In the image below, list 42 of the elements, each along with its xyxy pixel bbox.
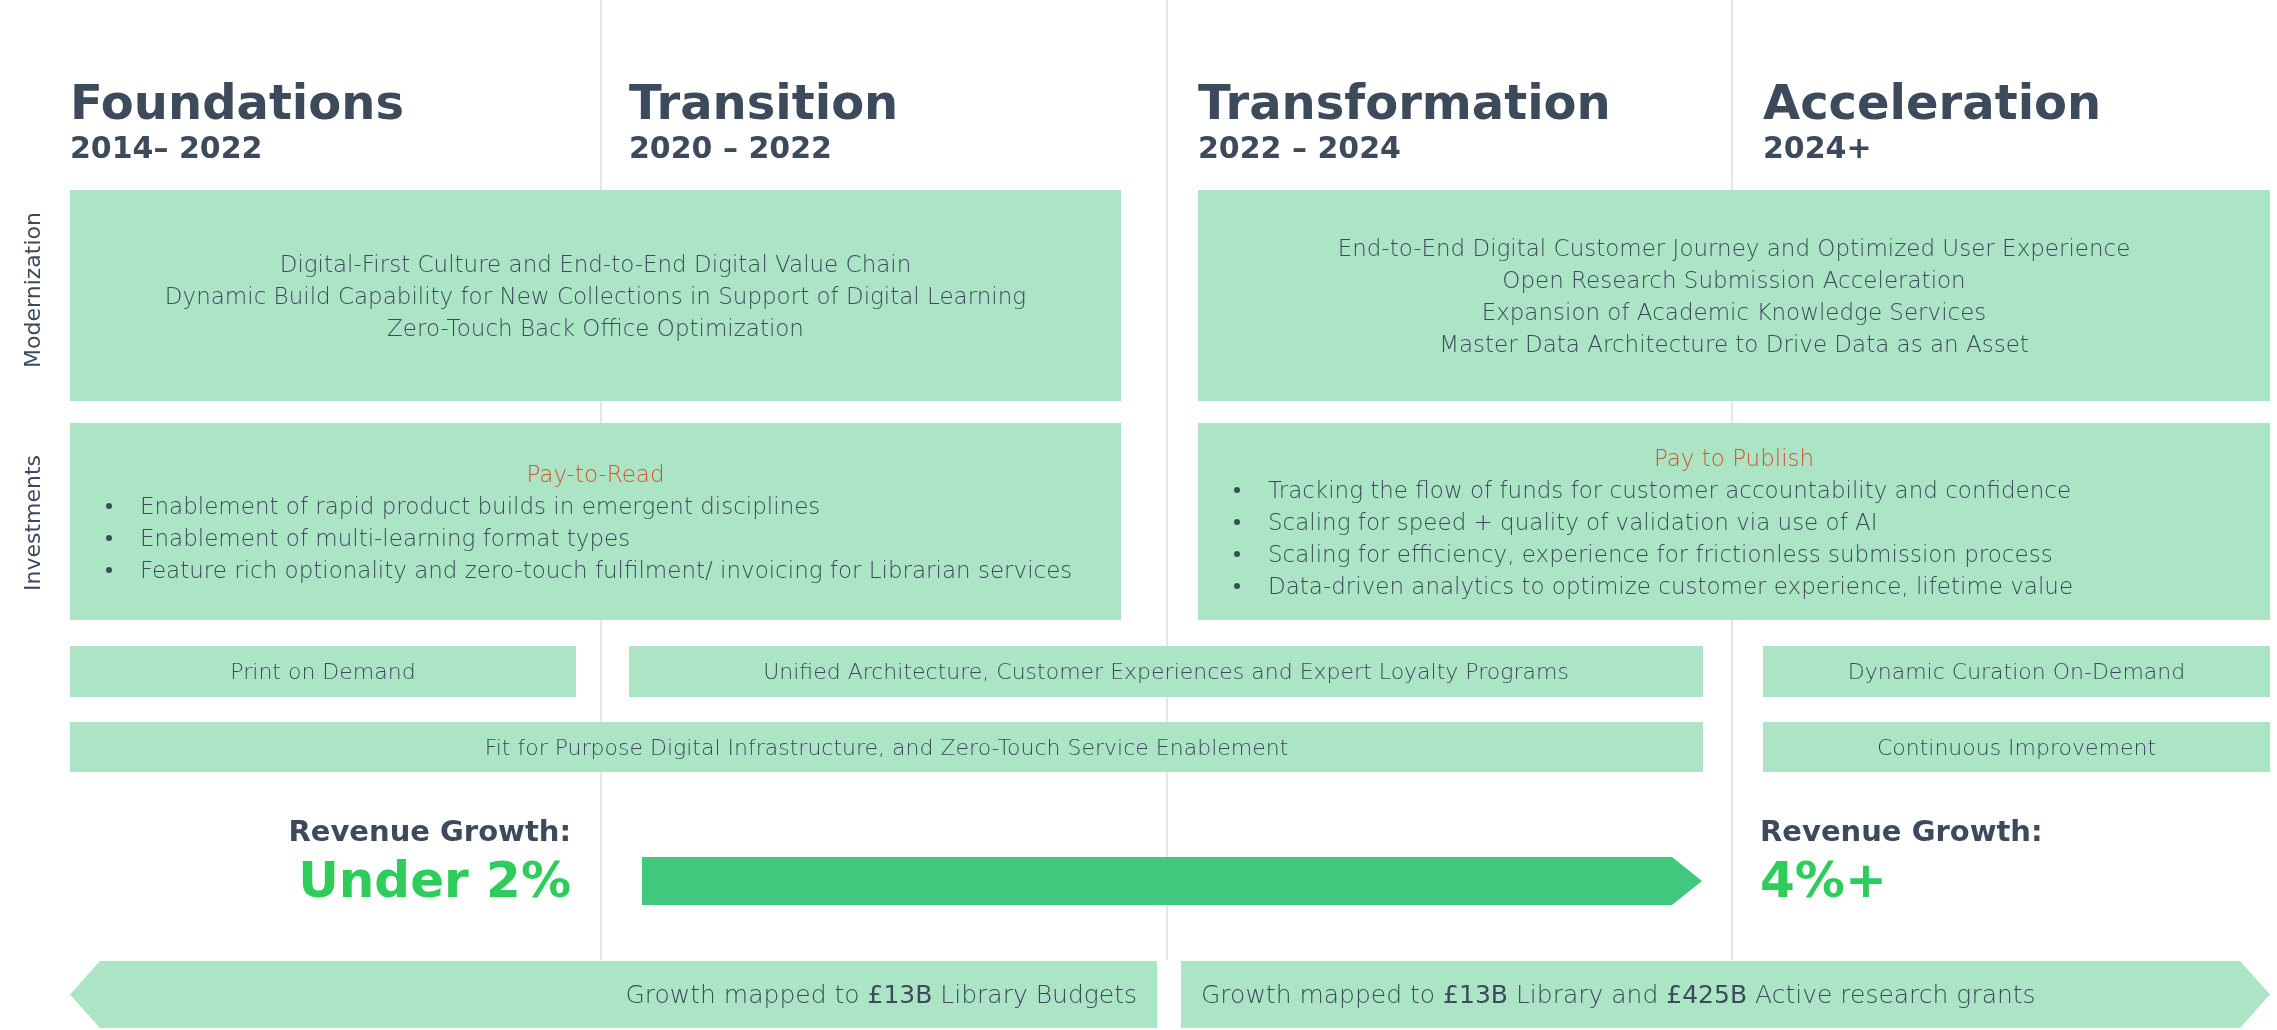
panel-line: Zero-Touch Back Office Optimization — [386, 313, 805, 343]
panel-line: Expansion of Academic Knowledge Services — [1480, 297, 1988, 327]
initiative-bar: Fit for Purpose Digital Infrastructure, and Zero-Touch Service Enablement — [70, 722, 1703, 772]
panel-heading: Pay-to-Read — [525, 459, 666, 489]
roadmap-panel — [70, 190, 1121, 401]
phase-years: 2020 – 2022 — [629, 133, 832, 163]
bullet-item: Enablement of rapid product builds in emergent disciplines — [70, 489, 1121, 522]
arrow — [642, 857, 1702, 905]
panel-line: Digital-First Culture and End-to-End Digital Value Chain — [278, 249, 913, 279]
panel-line: Master Data Architecture to Drive Data as an Asset — [1438, 329, 2030, 359]
phase-title: Transformation — [1198, 78, 1611, 126]
panel-line: Dynamic Build Capability for New Collections in Support of Digital Learning — [163, 281, 1028, 311]
phase-years: 2022 – 2024 — [1198, 133, 1401, 163]
phase-years: 2014– 2022 — [70, 133, 263, 163]
banner-text: Growth mapped to £13B Library Budgets — [624, 980, 1138, 1009]
panel-line: End-to-End Digital Customer Journey and Optimized User Experience — [1336, 233, 2132, 263]
panel-line: Open Research Submission Acceleration — [1501, 265, 1967, 295]
growth-value: 4%+ — [1760, 850, 1887, 911]
phase-title: Foundations — [70, 78, 405, 126]
initiative-bar: Print on Demand — [70, 646, 576, 697]
growth-value: Under 2% — [298, 850, 571, 911]
initiative-bar: Dynamic Curation On-Demand — [1763, 646, 2270, 697]
initiative-bar: Unified Architecture, Customer Experiences and Expert Loyalty Programs — [629, 646, 1703, 697]
row-label: Modernization — [19, 212, 45, 368]
phase-title: Transition — [629, 78, 899, 126]
phase-years: 2024+ — [1763, 133, 1872, 163]
bullet-item: Scaling for efficiency, experience for frictionless submission process — [1198, 537, 2270, 570]
bullet-item: Tracking the flow of funds for customer accountability and confidence — [1198, 473, 2270, 506]
bullet-item: Feature rich optionality and zero-touch fulfilment/ invoicing for Librarian services — [70, 553, 1121, 586]
roadmap-panel — [70, 423, 1121, 620]
banner-text: Growth mapped to £13B Library and £425B Active research grants — [1200, 980, 2037, 1009]
row-label: Investments — [19, 454, 45, 592]
panel-heading: Pay to Publish — [1652, 443, 1816, 473]
roadmap-panel — [1198, 423, 2270, 620]
growth-label: Revenue Growth: — [288, 814, 571, 848]
bullet-item: Scaling for speed + quality of validation via use of AI — [1198, 505, 2270, 538]
bullet-item: Enablement of multi-learning format types — [70, 521, 1121, 554]
roadmap-panel — [1198, 190, 2270, 401]
growth-label: Revenue Growth: — [1760, 814, 2043, 848]
initiative-bar: Continuous Improvement — [1763, 722, 2270, 772]
phase-title: Acceleration — [1763, 78, 2102, 126]
bullet-item: Data-driven analytics to optimize customer experience, lifetime value — [1198, 569, 2270, 602]
